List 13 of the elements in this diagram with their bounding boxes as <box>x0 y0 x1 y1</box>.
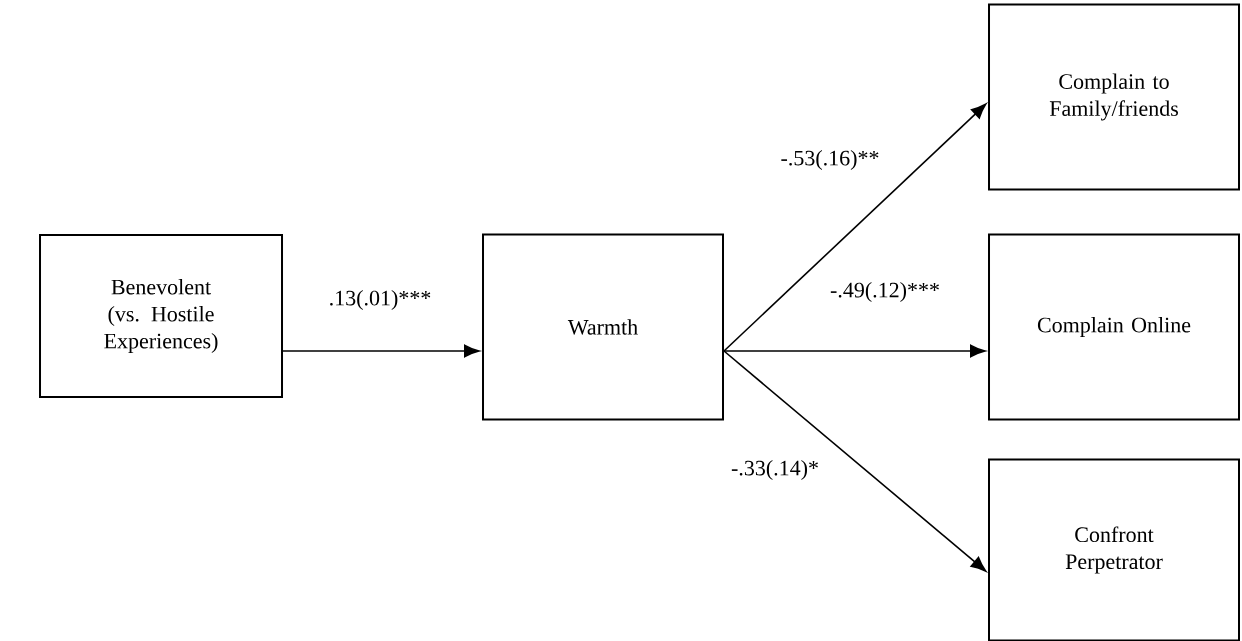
arrow <box>723 103 987 352</box>
edge-label: -.53(.16)** <box>778 148 882 172</box>
arrow <box>282 344 480 358</box>
box: Benevolent (vs. Hostile Experiences) <box>39 234 283 398</box>
box: Confront Perpetrator <box>988 458 1240 641</box>
box: Complain Online <box>988 233 1240 421</box>
edge-label: -.33(.14)* <box>729 458 821 482</box>
box: Warmth <box>482 233 724 421</box>
box: Complain to Family/friends <box>988 3 1240 191</box>
edge-label: .13(.01)*** <box>326 288 434 312</box>
arrow <box>723 344 986 358</box>
arrow <box>723 350 987 572</box>
edge-label: -.49(.12)*** <box>828 280 942 304</box>
